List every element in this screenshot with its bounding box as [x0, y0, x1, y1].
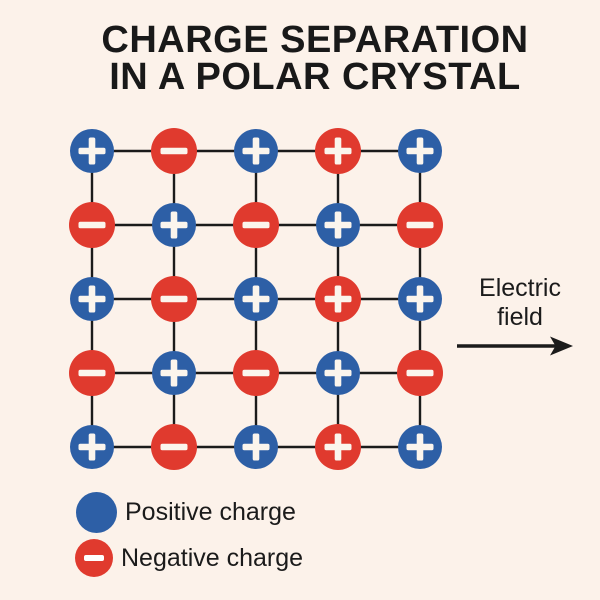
lattice-node-blue-plus — [398, 129, 442, 173]
diagram-title-line2: IN A POLAR CRYSTAL — [109, 56, 521, 98]
lattice-node-blue-plus — [70, 129, 114, 173]
electric-field-label: Electric field — [452, 274, 588, 332]
electric-field-label-line1: Electric — [479, 274, 561, 302]
electric-field-label-line2: field — [497, 303, 543, 331]
lattice-node-red-minus — [397, 350, 443, 396]
lattice-node-red-minus — [151, 424, 197, 470]
lattice-node-red-minus — [69, 350, 115, 396]
legend-label-positive: Positive charge — [125, 498, 296, 526]
legend-item-negative: Negative charge — [75, 539, 303, 577]
lattice-node-blue-plus — [316, 351, 360, 395]
lattice-node-red-minus — [151, 276, 197, 322]
lattice-node-blue-plus — [316, 203, 360, 247]
lattice-node-red-minus — [397, 202, 443, 248]
lattice-node-red-minus — [69, 202, 115, 248]
legend-item-positive: Positive charge — [76, 492, 296, 533]
negative-charge-icon — [75, 539, 113, 577]
lattice-node-blue-plus — [398, 277, 442, 321]
lattice-node-red-minus — [151, 128, 197, 174]
lattice-node-blue-plus — [398, 425, 442, 469]
lattice-node-red-plus — [315, 424, 361, 470]
lattice-node-red-plus — [315, 276, 361, 322]
electric-field-arrow — [457, 336, 573, 356]
lattice-node-blue-plus — [152, 203, 196, 247]
lattice-node-blue-plus — [70, 277, 114, 321]
minus-icon — [84, 555, 104, 561]
lattice-node-blue-plus — [234, 129, 278, 173]
lattice-node-blue-plus — [234, 425, 278, 469]
lattice-node-red-minus — [233, 202, 279, 248]
lattice-node-red-minus — [233, 350, 279, 396]
lattice-node-blue-plus — [152, 351, 196, 395]
lattice-node-red-plus — [315, 128, 361, 174]
diagram-title: CHARGE SEPARATION IN A POLAR CRYSTAL — [15, 19, 600, 98]
positive-charge-icon — [76, 492, 117, 533]
lattice-node-blue-plus — [70, 425, 114, 469]
legend-label-negative: Negative charge — [121, 543, 304, 572]
diagram-title-line1: CHARGE SEPARATION — [101, 19, 529, 61]
lattice-node-blue-plus — [234, 277, 278, 321]
